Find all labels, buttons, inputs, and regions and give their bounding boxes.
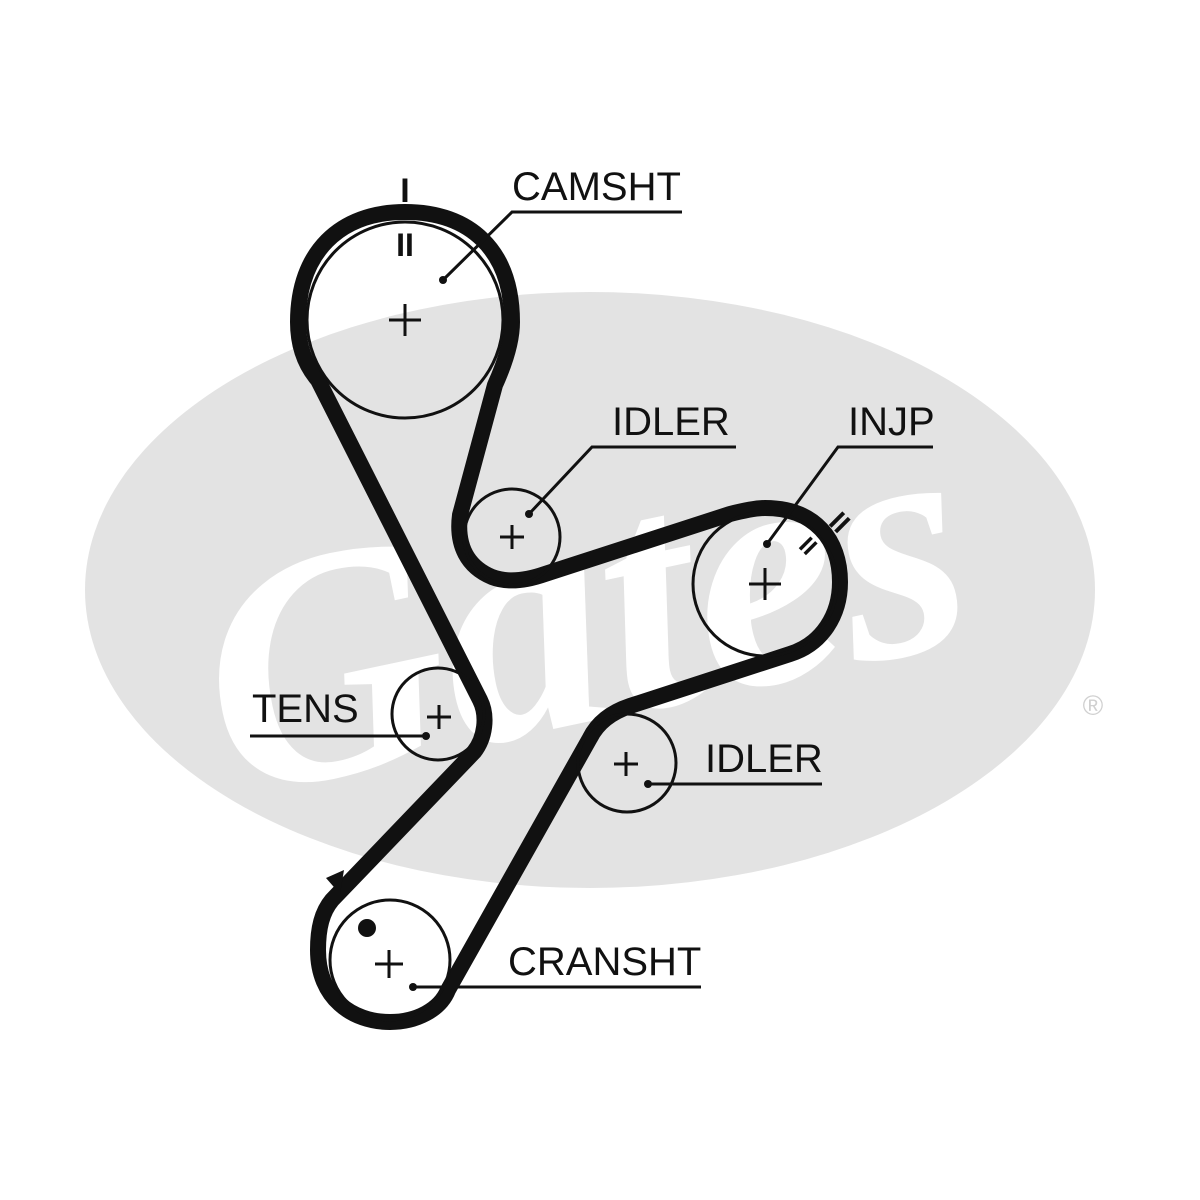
crankshaft-timing-dot [358,919,376,937]
idler-upper-center-cross-icon [500,525,524,549]
injection-pump-circle [691,510,839,658]
camshaft-outer-mark: I [400,172,409,210]
tensioner-label: TENS [252,687,359,731]
camshaft-pulley: I II [305,172,505,420]
idler-pulley-upper [462,487,562,587]
idler-lower-center-cross-icon [614,752,638,776]
idler-upper-circle [462,487,562,587]
crankshaft-pulley [326,870,452,1022]
injection-pump-leader-line [765,445,933,545]
crankshaft-label: CRANSHT [508,940,701,984]
registered-mark: ® [1083,690,1104,721]
idler-upper-leader-line [527,445,736,516]
camshaft-leader-line [441,210,682,282]
camshaft-pulley-circle [305,220,505,420]
injection-pump-center-cross-icon [749,568,781,600]
rotation-arrow-icon [326,870,344,894]
timing-belt [290,204,848,1030]
idler-upper-label: IDLER [612,400,730,444]
idler-lower-label: IDLER [705,737,823,781]
watermark-ellipse [85,292,1095,888]
leader-lines [250,210,933,989]
tensioner-pulley [390,666,486,762]
tensioner-circle [390,666,486,762]
injection-pump-label: INJP [848,400,935,444]
camshaft-center-cross-icon [389,304,421,336]
crankshaft-center-cross-icon [375,950,403,978]
idler-lower-circle [576,712,678,814]
brand-watermark: Gates ® [85,292,1104,888]
crankshaft-circle [328,898,452,1022]
camshaft-inner-mark: II [396,227,414,263]
tensioner-center-cross-icon [427,705,451,729]
camshaft-label: CAMSHT [512,165,681,209]
